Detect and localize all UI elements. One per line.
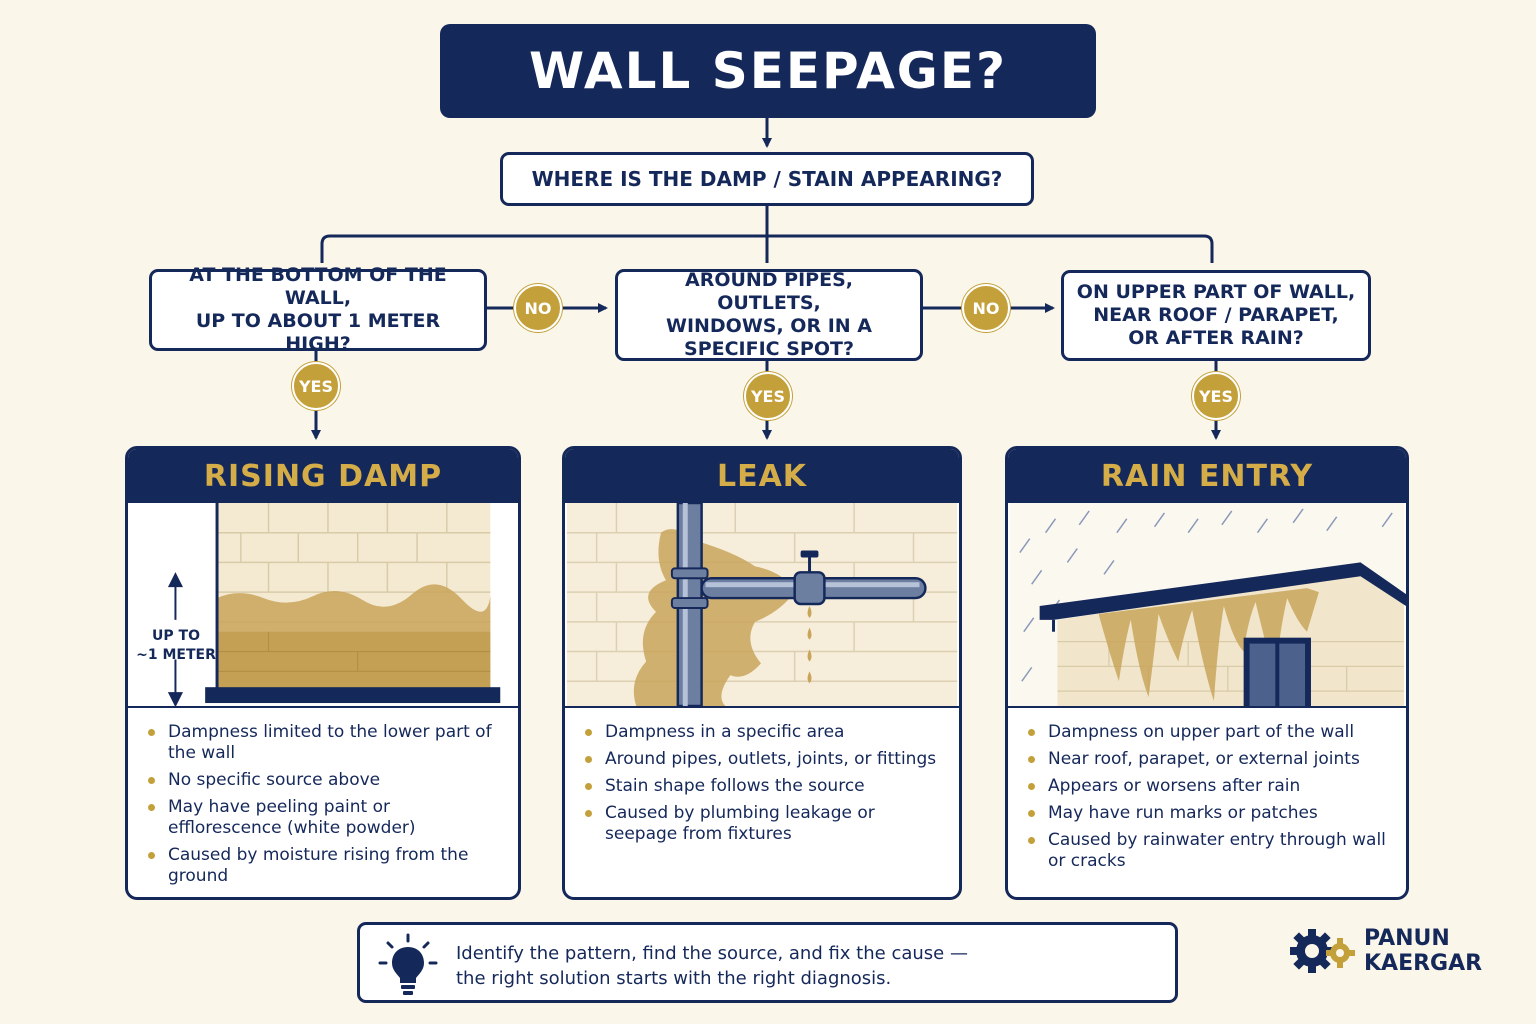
list-item: May have peeling paint or efflorescence … [146, 797, 500, 839]
card-bullets: Dampness in a specific area Around pipes… [565, 708, 959, 845]
height-label: UP TO ~1 METER [136, 628, 216, 663]
yes-badge: YES [292, 362, 340, 410]
question-upper-wall: ON UPPER PART OF WALL, NEAR ROOF / PARAP… [1061, 270, 1371, 361]
list-item: No specific source above [146, 770, 500, 791]
card-header: LEAK [565, 449, 959, 503]
tip-line-2: the right solution starts with the right… [456, 968, 892, 989]
page-title: WALL SEEPAGE? [528, 42, 1007, 100]
list-item: Caused by rainwater entry through wall o… [1026, 830, 1388, 872]
card-bullets: Dampness on upper part of the wall Near … [1008, 708, 1406, 872]
list-item: Dampness limited to the lower part of th… [146, 722, 500, 764]
list-item: Around pipes, outlets, joints, or fittin… [583, 749, 941, 770]
root-question: WHERE IS THE DAMP / STAIN APPEARING? [500, 152, 1034, 206]
card-leak: LEAK [562, 446, 962, 900]
no-badge: NO [514, 284, 562, 332]
list-item: Caused by moisture rising from the groun… [146, 845, 500, 887]
brand-logo: PANUN KAERGAR [1364, 926, 1482, 976]
card-title: RAIN ENTRY [1100, 458, 1314, 494]
question-bottom-of-wall: AT THE BOTTOM OF THE WALL, UP TO ABOUT 1… [149, 264, 487, 355]
brand-line-1: PANUN [1364, 926, 1450, 951]
tip-line-1: Identify the pattern, find the source, a… [456, 943, 968, 964]
card-header: RISING DAMP [128, 449, 518, 503]
list-item: Dampness in a specific area [583, 722, 941, 743]
list-item: Stain shape follows the source [583, 776, 941, 797]
leak-illustration [565, 503, 959, 708]
card-bullets: Dampness limited to the lower part of th… [128, 708, 518, 887]
list-item: Dampness on upper part of the wall [1026, 722, 1388, 743]
tip-text: Identify the pattern, find the source, a… [456, 941, 1156, 991]
no-badge: NO [962, 284, 1010, 332]
list-item: Near roof, parapet, or external joints [1026, 749, 1388, 770]
title-banner: WALL SEEPAGE? [440, 24, 1096, 118]
list-item: Caused by plumbing leakage or seepage fr… [583, 803, 941, 845]
card-rising-damp: RISING DAMP [125, 446, 521, 900]
lightbulb-icon [378, 933, 438, 995]
yes-badge: YES [1192, 372, 1240, 420]
card-title: RISING DAMP [203, 458, 443, 494]
rain-entry-illustration [1008, 503, 1406, 708]
tip-box: Identify the pattern, find the source, a… [357, 922, 1178, 1003]
card-header: RAIN ENTRY [1008, 449, 1406, 503]
card-rain-entry: RAIN ENTRY [1005, 446, 1409, 900]
list-item: Appears or worsens after rain [1026, 776, 1388, 797]
yes-badge: YES [744, 372, 792, 420]
list-item: May have run marks or patches [1026, 803, 1388, 824]
brand-line-2: KAERGAR [1364, 951, 1483, 976]
rising-damp-illustration: UP TO ~1 METER [128, 503, 518, 708]
card-title: LEAK [716, 458, 808, 494]
gear-icon [1290, 929, 1355, 973]
question-pipes-outlets: AROUND PIPES, OUTLETS, WINDOWS, OR IN A … [615, 269, 923, 361]
